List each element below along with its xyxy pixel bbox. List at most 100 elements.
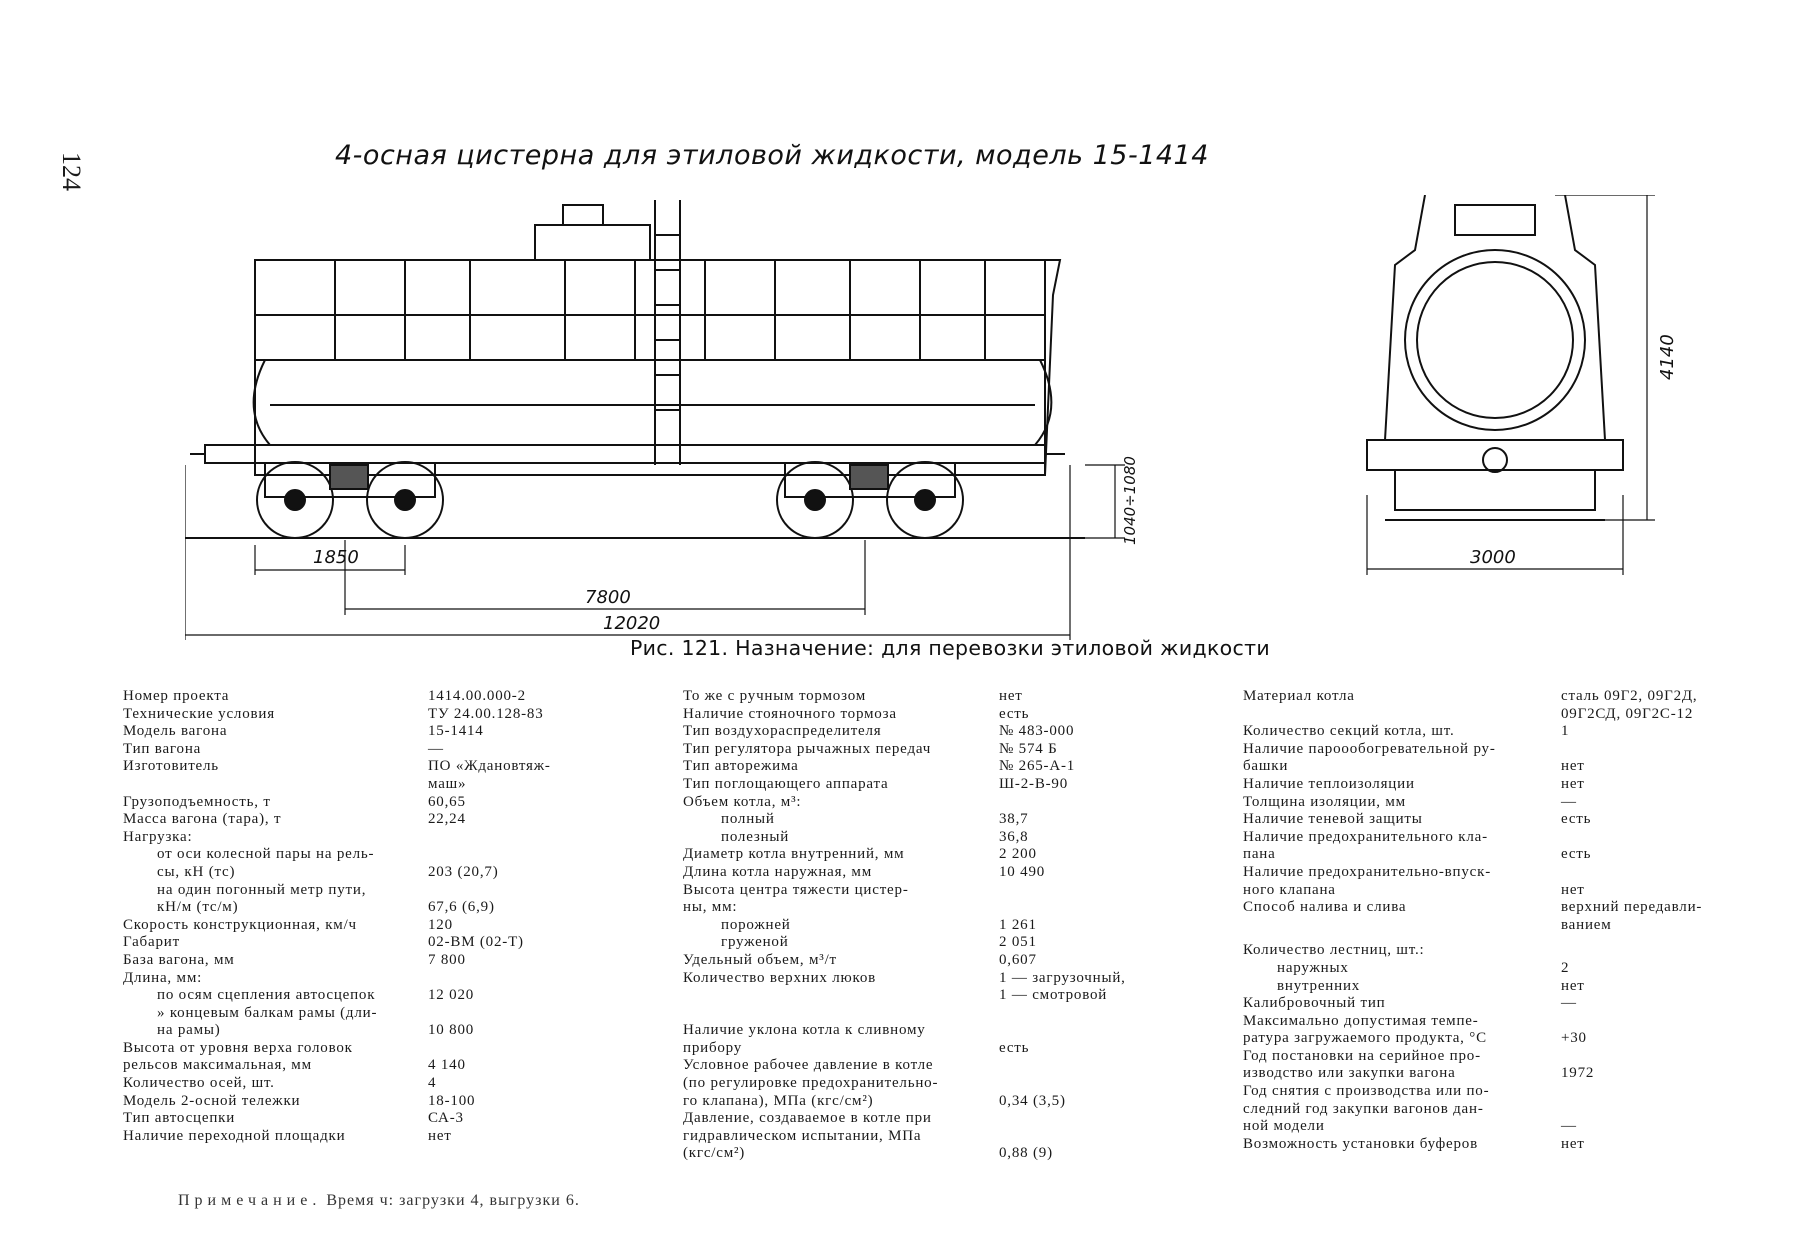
spec-label: Условное рабочее давление в котле (по ре… [683, 1057, 939, 1109]
spec-row: Высота центра тяжести цистер- ны, мм: [683, 882, 1223, 917]
spec-value: 203 (20,7) [428, 863, 499, 880]
spec-label: База вагона, мм [123, 951, 235, 968]
spec-value: есть [999, 1039, 1030, 1056]
spec-value: 2 [1561, 959, 1570, 976]
spec-value: 1972 [1561, 1065, 1595, 1082]
spec-label: Масса вагона (тара), т [123, 811, 282, 828]
spec-label: Наличие переходной площадки [123, 1127, 346, 1144]
spec-label: Длина, мм: [123, 969, 203, 986]
spec-value: — [1561, 793, 1577, 810]
spec-label: Тип авторежима [683, 758, 799, 775]
spec-row: Масса вагона (тара), т 22,24 [123, 811, 663, 829]
spec-label: Тип регулятора рычажных передач [683, 740, 932, 757]
spec-row: Тип воздухораспределителя № 483-000 [683, 723, 1223, 741]
spec-value: нет [999, 688, 1023, 704]
spec-value: 18-100 [428, 1092, 476, 1109]
spec-label: Номер проекта [123, 688, 230, 704]
spec-label: Грузоподъемность, т [123, 793, 271, 810]
spec-value: нет [428, 1127, 452, 1144]
spec-value: — [1561, 1118, 1577, 1135]
spec-column-1: Номер проекта 1414.00.000-2 Технические у… [123, 688, 663, 1145]
spec-label: Тип вагона [123, 740, 202, 757]
spec-value: 38,7 [999, 811, 1029, 828]
spec-label: Тип воздухораспределителя [683, 723, 882, 740]
spec-label: полный [721, 811, 775, 828]
spec-row: от оси колесной пары на рель- сы, кН (тс… [123, 846, 663, 881]
spec-row: Количество секций котла, шт.1 [1243, 723, 1763, 741]
spec-row: Высота от уровня верха головок рельсов м… [123, 1040, 663, 1075]
spec-value: 22,24 [428, 811, 466, 828]
spec-row: груженой 2 051 [683, 934, 1223, 952]
spec-row: » концевым балкам рамы (дли- на рамы) 10… [123, 1005, 663, 1040]
spec-value: 1414.00.000-2 [428, 688, 526, 704]
spec-label: Наличие предохранительного кла- пана [1243, 828, 1488, 863]
footnote: Примечание. Время ч: загрузки 4, выгрузк… [178, 1192, 580, 1210]
spacer [1243, 934, 1763, 942]
spec-label: груженой [721, 934, 789, 951]
figure-caption: Рис. 121. Назначение: для перевозки этил… [630, 636, 1270, 660]
spec-row: Тип вагона — [123, 741, 663, 759]
spec-row: Длина, мм: [123, 970, 663, 988]
spec-row: полный 38,7 [683, 811, 1223, 829]
side-view-drawing: 1850 7800 12020 1040÷1080 [185, 200, 1139, 640]
spec-label: Наличие уклона котла к сливному прибору [683, 1022, 926, 1056]
spec-label: Количество лестниц, шт.: [1243, 942, 1425, 959]
dim-wagon-base: 7800 [585, 587, 631, 608]
footnote-text: Время ч: загрузки 4, выгрузки 6. [326, 1192, 580, 1209]
spec-value: 15-1414 [428, 723, 484, 740]
spec-label: Толщина изоляции, мм [1243, 793, 1406, 810]
spec-label: Скорость конструкционная, км/ч [123, 916, 357, 933]
spec-label: Возможность установки буферов [1243, 1135, 1478, 1152]
spec-value: 4 [428, 1075, 437, 1092]
spec-label: Количество секций котла, шт. [1243, 723, 1455, 740]
spec-label: Количество верхних люков [683, 969, 877, 986]
spec-value: 10 490 [999, 863, 1046, 880]
spec-value: 2 051 [999, 934, 1037, 951]
spec-value: есть [999, 705, 1030, 722]
footnote-head: Примечание. [178, 1192, 322, 1209]
spec-label: порожней [721, 916, 791, 933]
spec-label: от оси колесной пары на рель- сы, кН (тс… [157, 846, 375, 880]
spec-value: — [1561, 995, 1577, 1012]
spec-label: Наличие пароообогревательной ру- башки [1243, 740, 1496, 775]
spec-label: Давление, создаваемое в котле при гидрав… [683, 1110, 932, 1162]
spec-label: » концевым балкам рамы (дли- на рамы) [157, 1004, 378, 1039]
spec-label: внутренних [1277, 977, 1361, 994]
spec-value: нет [1561, 758, 1585, 775]
spec-row: Наличие пароообогревательной ру- башки н… [1243, 741, 1763, 776]
dim-bogie-base: 1850 [313, 547, 359, 568]
spec-label: Калибровочный тип [1243, 995, 1386, 1012]
spec-value: № 483-000 [999, 723, 1075, 740]
dim-coupler-height: 1040÷1080 [1121, 456, 1139, 545]
spec-label: Технические условия [123, 705, 275, 722]
spec-row: Максимально допустимая темпе- ратура заг… [1243, 1013, 1763, 1048]
spec-value: 0,34 (3,5) [999, 1092, 1066, 1109]
spec-label: Тип автосцепки [123, 1110, 236, 1127]
spec-label: по осям сцепления автосцепок [157, 987, 376, 1004]
spec-value: — [428, 740, 444, 757]
spec-value: 4 140 [428, 1057, 466, 1074]
spec-label: Удельный объем, м³/т [683, 951, 837, 968]
spec-label: Габарит [123, 934, 180, 951]
spec-row: Толщина изоляции, мм — [1243, 794, 1763, 812]
